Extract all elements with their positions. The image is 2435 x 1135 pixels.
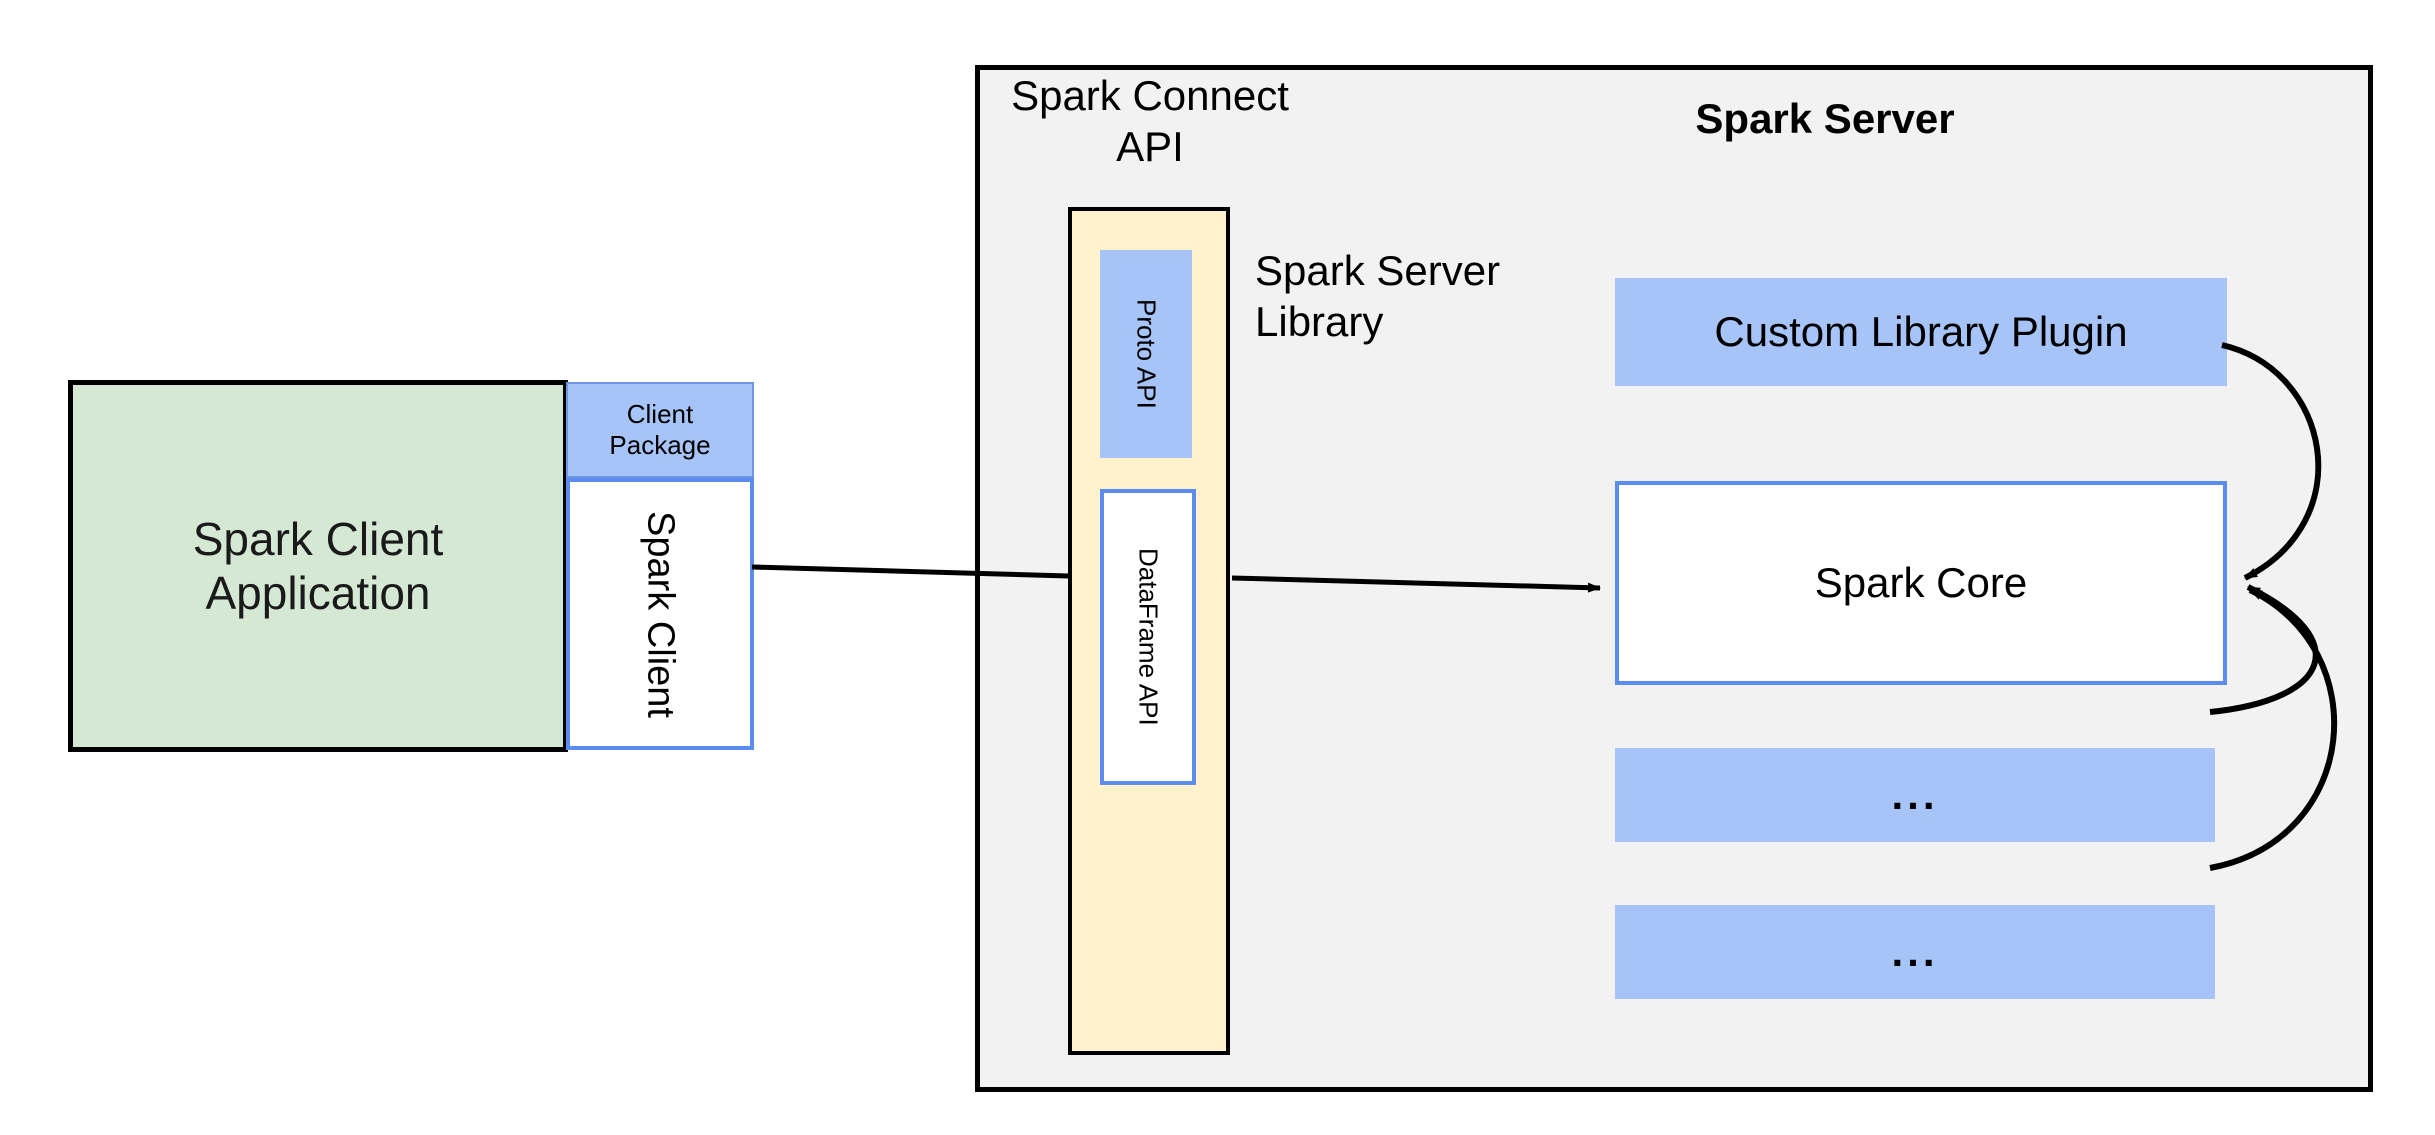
spark-client-label: Spark Client — [639, 510, 682, 718]
ellipsis-label-1: ... — [1891, 771, 1939, 819]
dataframe-api-label: DataFrame API — [1133, 548, 1164, 726]
spark-client-box[interactable]: Spark Client — [566, 478, 754, 750]
connect-api-line-2: API — [1116, 123, 1184, 171]
client-package-label: Client Package — [609, 399, 710, 460]
server-library-line-2: Library — [1255, 298, 1384, 346]
ellipsis-box-2[interactable]: ... — [1615, 905, 2215, 999]
proto-api-label: Proto API — [1131, 299, 1162, 409]
client-app-line-1: Spark Client — [192, 512, 444, 565]
server-library-line-1: Spark Server — [1255, 247, 1501, 294]
spark-core-box[interactable]: Spark Core — [1615, 481, 2227, 685]
client-package-line-2: Package — [609, 430, 711, 460]
spark-client-application-box[interactable]: Spark Client Application — [68, 380, 568, 752]
spark-server-library-label: Spark Server Library — [1255, 245, 1555, 347]
client-app-line-2: Application — [205, 567, 431, 619]
dataframe-api-box[interactable]: DataFrame API — [1100, 489, 1196, 785]
custom-library-plugin-label: Custom Library Plugin — [1714, 308, 2128, 356]
proto-api-box[interactable]: Proto API — [1100, 250, 1192, 458]
spark-server-title: Spark Server — [1695, 95, 1955, 142]
custom-library-plugin-box[interactable]: Custom Library Plugin — [1615, 278, 2227, 386]
connect-api-line-1: Spark Connect — [1011, 72, 1289, 119]
ellipsis-box-1[interactable]: ... — [1615, 748, 2215, 842]
spark-core-label: Spark Core — [1814, 559, 2028, 607]
client-package-box[interactable]: Client Package — [566, 382, 754, 478]
spark-client-application-label: Spark Client Application — [193, 512, 444, 621]
spark-connect-api-label: Spark Connect API — [1005, 70, 1295, 172]
ellipsis-label-2: ... — [1891, 928, 1939, 976]
client-package-line-1: Client — [626, 399, 694, 430]
